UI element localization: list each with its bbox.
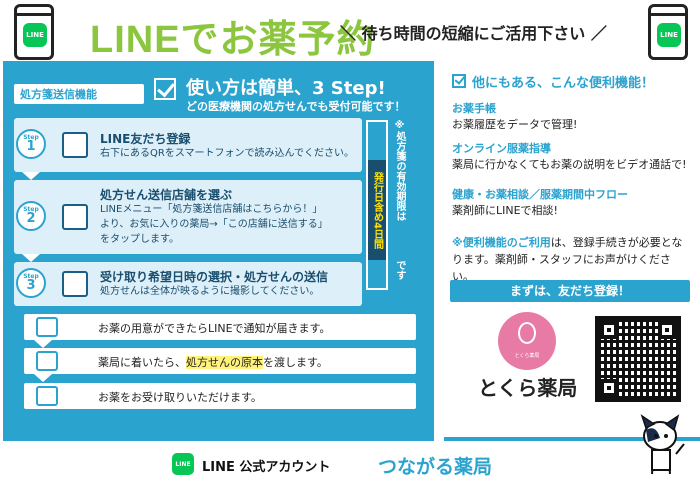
register-button[interactable]: まずは、友だち登録！: [450, 280, 690, 302]
line-logo-icon: LINE: [23, 23, 47, 47]
step-heading: 処方せん送信店舗を選ぶ: [100, 188, 233, 202]
arrow-down-icon: [22, 172, 40, 180]
feature-tag: 処方箋送信機能: [14, 84, 144, 104]
steps-subtitle: どの医療機関の処方せんでも受付可能です！: [186, 100, 406, 113]
validity-box: [366, 120, 388, 290]
step-text: 右下にあるQRをスマートフォンで読み込んでください。: [100, 148, 355, 159]
row-text: を渡します。: [263, 356, 328, 369]
arrow-down-icon: [34, 374, 52, 382]
flower-icon: [518, 322, 536, 344]
validity-prefix: ※処方箋の有効期限は: [394, 120, 405, 221]
row-highlight: 処方せんの原本: [186, 356, 263, 369]
step-text: LINEメニュー「処方箋送信店舗はこちらから！」: [100, 204, 323, 215]
row-text: 薬局に着いたら、: [98, 356, 186, 369]
pharmacist-icon: [36, 386, 58, 406]
notification-icon: [36, 317, 58, 337]
pharmacy-logo: とくら薬局: [498, 312, 556, 370]
list-item: 薬局に着いたら、処方せんの原本を渡します。: [24, 348, 416, 374]
storefront-icon: [62, 204, 88, 230]
divider: [444, 437, 700, 441]
arrow-down-icon: [22, 254, 40, 262]
pharmacy-name: とくら薬局: [478, 376, 578, 400]
row-text: お薬の用意ができたらLINEで通知が届きます。: [98, 322, 331, 335]
phone-left-icon: LINE: [14, 4, 54, 60]
features-title: 他にもある、こんな便利機能！: [472, 76, 655, 91]
logo-label: とくら薬局: [514, 353, 540, 359]
step-heading: LINE友だち登録: [100, 132, 191, 146]
feature-heading: オンライン服薬指導: [452, 142, 551, 155]
line-logo-icon: LINE: [657, 23, 681, 47]
checkbox-icon: [154, 78, 176, 100]
tagline: つながる薬局: [378, 456, 493, 478]
list-item: お薬の用意ができたらLINEで通知が届きます。: [24, 314, 416, 340]
feature-text: お薬履歴をデータで管理!: [452, 118, 578, 131]
step-text: をタップします。: [100, 234, 179, 245]
checkbox-icon: [452, 74, 466, 88]
validity-highlight: 発行日含め4日間: [368, 160, 386, 260]
list-item: お薬をお受け取りいただけます。: [24, 383, 416, 409]
steps-title: 使い方は簡単、3 Step!: [186, 78, 386, 99]
page-subtitle: ＼ 待ち時間の短縮にご活用下さい ／: [340, 24, 607, 43]
validity-suffix: です: [394, 260, 405, 280]
phone-camera-icon: [62, 271, 88, 297]
feature-heading: お薬手帳: [452, 102, 496, 115]
step-text: 処方せんは全体が映るように撮影してください。: [100, 286, 320, 297]
line-logo-icon: LINE: [172, 453, 194, 475]
page-title: LINEでお薬予約: [90, 19, 376, 61]
hand-document-icon: [36, 351, 58, 371]
feature-heading: 健康・お薬相談／服薬期間中フロー: [452, 188, 628, 201]
feature-text: 薬剤師にLINEで相談!: [452, 204, 558, 217]
feature-text: 薬局に行かなくてもお薬の説明をビデオ通話で!: [452, 158, 687, 171]
step-heading: 受け取り希望日時の選択・処方せんの送信: [100, 270, 329, 284]
line-official-label: LINE 公式アカウント: [202, 460, 331, 475]
features-note: ※便利機能のご利用は、登録手続きが必要となります。薬剤師・スタッフにお声がけくだ…: [452, 236, 683, 283]
dog-mascot-icon: [640, 414, 685, 475]
qr-code[interactable]: [595, 316, 681, 402]
step-text: より、お気に入りの薬局→「この店舗に送信する」: [100, 219, 328, 230]
arrow-down-icon: [34, 340, 52, 348]
phone-right-icon: LINE: [648, 4, 688, 60]
qr-code-icon: [62, 132, 88, 158]
row-text: お薬をお受け取りいただけます。: [98, 391, 262, 404]
